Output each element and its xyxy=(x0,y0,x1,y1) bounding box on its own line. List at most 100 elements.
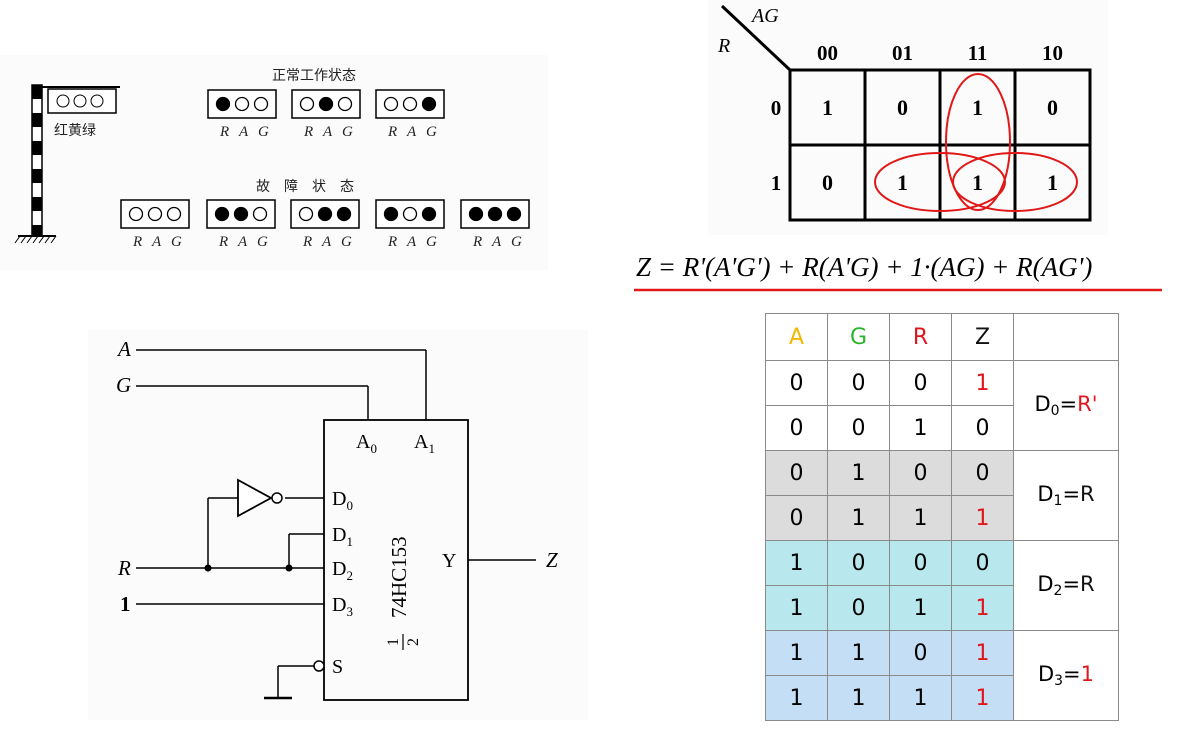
kmap-loop-right xyxy=(952,152,1078,212)
cell-z: 1 xyxy=(951,585,1014,631)
chip-fraction-num: 1 xyxy=(385,638,402,646)
expr-subscript: 2 xyxy=(1053,583,1063,599)
equation-text: Z = R'(A'G') + R(A'G) + 1·(AG) + R(AG') xyxy=(636,252,1092,282)
circuit-panel: A G R 1 Z A0 A1 D0 D1 D2 D3 S Y 74HC153 … xyxy=(88,330,588,720)
lamp-label: R xyxy=(132,234,142,250)
cell-z: 1 xyxy=(951,495,1014,541)
lamp-label: R xyxy=(218,234,228,250)
lamp-a xyxy=(402,96,418,112)
lamp-r xyxy=(215,96,231,112)
expr-base: D xyxy=(1037,662,1055,686)
cell-g: 1 xyxy=(827,630,890,676)
kmap-loop-vertical xyxy=(945,73,1011,211)
lamp-a xyxy=(317,206,333,222)
expr-base: D xyxy=(1037,572,1054,596)
cell-r: 1 xyxy=(889,495,952,541)
cell-r: 0 xyxy=(889,630,952,676)
header-z: Z xyxy=(951,313,1014,361)
expr-equals: = xyxy=(1062,482,1081,506)
lamp-r xyxy=(383,96,399,112)
cell-a: 1 xyxy=(765,540,828,586)
cell-g: 0 xyxy=(827,405,890,451)
lamp-label: A xyxy=(491,234,502,250)
input-label-one: 1 xyxy=(120,592,131,616)
kmap-cell: 1 xyxy=(897,170,908,195)
cell-g: 1 xyxy=(827,495,890,541)
lamp-label: G xyxy=(342,124,353,140)
lamp-label: G xyxy=(257,234,268,250)
cell-g: 0 xyxy=(827,540,890,586)
cell-a: 1 xyxy=(765,675,828,721)
lamp-label: G xyxy=(426,124,437,140)
pin-y: Y xyxy=(442,550,456,572)
cell-r: 0 xyxy=(889,450,952,496)
cell-r: 1 xyxy=(889,405,952,451)
cell-a: 0 xyxy=(765,405,828,451)
kmap-row-header: 1 xyxy=(771,171,782,195)
kmap-col-header: 01 xyxy=(892,41,913,65)
expr-base: D xyxy=(1037,482,1054,506)
cell-g: 1 xyxy=(827,450,890,496)
input-label-a: A xyxy=(116,337,131,361)
cell-z: 1 xyxy=(951,360,1014,406)
lamp-g xyxy=(166,206,182,222)
lamp-label: A xyxy=(151,234,162,250)
lamp-label: G xyxy=(426,234,437,250)
signal-head xyxy=(47,88,117,114)
expr-equals: = xyxy=(1059,392,1078,416)
inverter-gate xyxy=(237,478,283,518)
pin-d0: D0 xyxy=(332,488,353,513)
header-r: R xyxy=(889,313,952,361)
expr-subscript: 0 xyxy=(1050,403,1060,419)
cell-r: 1 xyxy=(889,585,952,631)
lamp-g xyxy=(337,96,353,112)
equation-drawing: Z = R'(A'G') + R(A'G) + 1·(AG) + R(AG') xyxy=(634,252,1162,292)
kmap-cell: 1 xyxy=(822,95,833,120)
lamp-label: R xyxy=(472,234,482,250)
output-label-z: Z xyxy=(546,548,558,572)
cell-a: 1 xyxy=(765,630,828,676)
pin-d2: D2 xyxy=(332,558,353,583)
kmap-col-var: AG xyxy=(750,5,779,27)
header-g: G xyxy=(827,313,890,361)
input-label-g: G xyxy=(116,373,131,397)
lamp-label: R xyxy=(387,124,397,140)
expr-value: R xyxy=(1080,482,1095,506)
cell-a: 1 xyxy=(765,585,828,631)
input-label-r: R xyxy=(117,556,131,580)
lamp-label: R xyxy=(303,124,313,140)
pin-s: S xyxy=(332,656,343,678)
kmap-row-var: R xyxy=(717,35,730,57)
expr-equals: = xyxy=(1063,662,1081,686)
kmap-col-header: 10 xyxy=(1042,41,1063,65)
cell-z: 1 xyxy=(951,675,1014,721)
expr-subscript: 3 xyxy=(1054,673,1064,689)
expr-value: R' xyxy=(1077,392,1098,416)
lamp-label: G xyxy=(341,234,352,250)
junction-dot xyxy=(204,564,212,572)
lamp-a xyxy=(402,206,418,222)
pin-d3: D3 xyxy=(332,594,353,619)
normal-state-title: 正常工作状态 xyxy=(272,68,356,84)
lamp-label: A xyxy=(406,234,417,250)
cell-z: 0 xyxy=(951,540,1014,586)
lamp-g xyxy=(421,96,437,112)
lamp-label: A xyxy=(322,124,333,140)
